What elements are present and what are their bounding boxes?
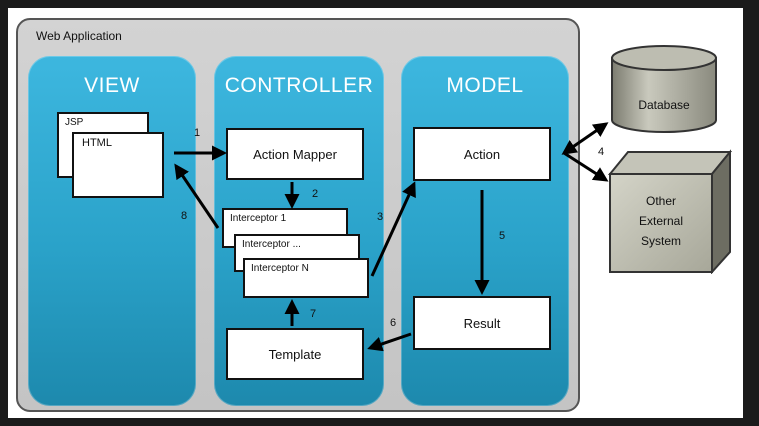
template-label: Template [268,346,322,362]
action-box: Action [413,127,551,181]
step-6-label: 6 [390,317,397,329]
database-icon [611,45,717,133]
external-system-line-2: External [638,214,684,228]
step-1-label: 1 [194,127,201,139]
action-label: Action [463,146,501,162]
external-system-cube: Other External System [598,144,733,275]
jsp-label: JSP [65,117,84,128]
result-label: Result [463,315,501,331]
step-7-label: 7 [310,308,317,320]
database-cylinder: Database [598,42,730,136]
external-system-label: Other External System [610,191,712,251]
cube-icon [607,149,733,275]
model-column: MODEL [401,56,569,406]
step-3-label: 3 [377,211,384,223]
step-4-label: 4 [598,146,605,158]
template-box: Template [226,328,364,380]
external-system-line-3: System [640,234,681,248]
step-2-label: 2 [312,188,319,200]
view-column: VIEW [28,56,196,406]
step-8-label: 8 [181,210,188,222]
model-column-title: MODEL [446,74,524,97]
result-box: Result [413,296,551,350]
action-mapper-label: Action Mapper [253,146,337,162]
controller-column-title: CONTROLLER [224,74,374,97]
interceptor-n-label: Interceptor N [251,263,309,274]
external-system-line-1: Other [645,194,676,208]
step-5-label: 5 [499,230,506,242]
database-label: Database [638,98,690,112]
interceptor-mid-label: Interceptor ... [242,239,301,250]
web-application-title: Web Application [36,29,122,43]
action-mapper-box: Action Mapper [226,128,364,180]
interceptor-1-label: Interceptor 1 [230,213,287,224]
html-box: HTML [72,132,164,198]
view-column-title: VIEW [84,74,140,97]
interceptor-n-box: Interceptor N [243,258,369,298]
html-label: HTML [82,137,112,149]
